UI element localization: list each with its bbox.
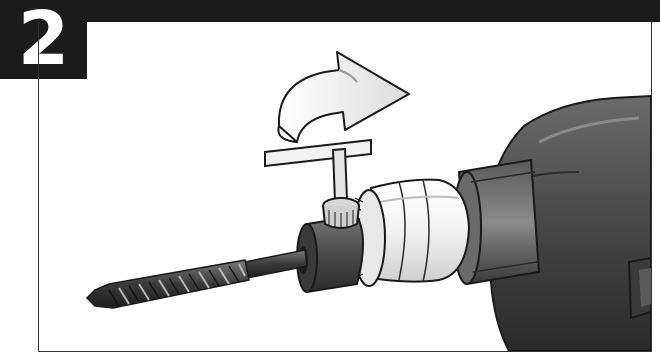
- drill-bit-icon: [87, 250, 307, 308]
- curved-arrow-icon: [278, 52, 409, 142]
- header-bar: [0, 0, 660, 22]
- chuck-key-icon: [265, 140, 371, 229]
- drill-illustration: [39, 22, 651, 351]
- drill-chuck-icon: [297, 180, 469, 292]
